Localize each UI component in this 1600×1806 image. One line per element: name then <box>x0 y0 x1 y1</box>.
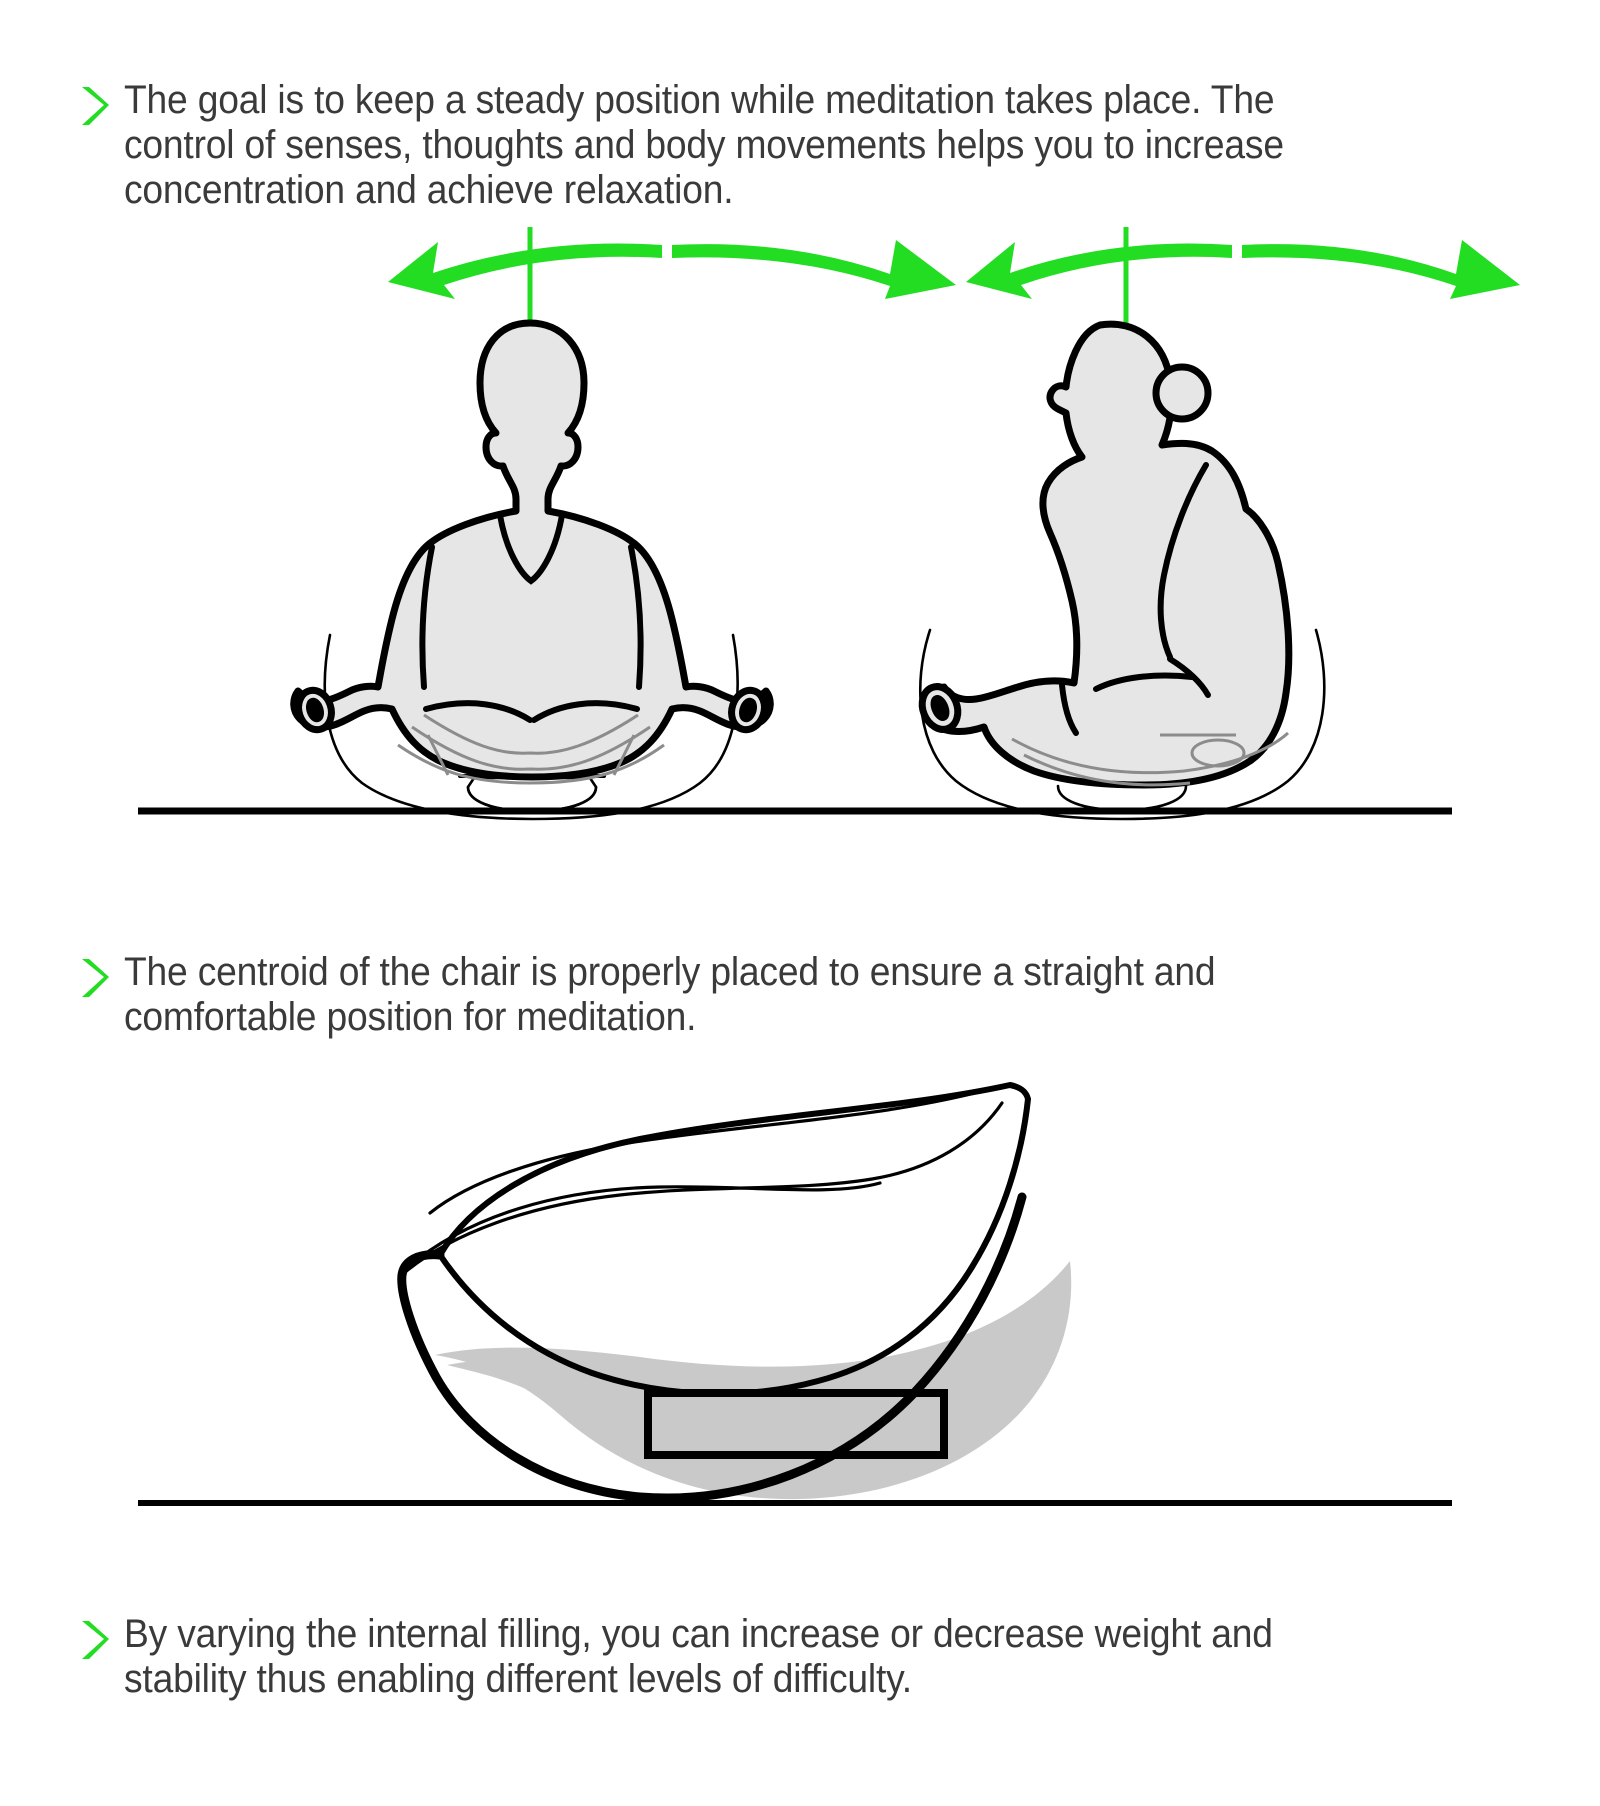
side-meditator-body <box>922 320 1293 789</box>
side-meditator-hair-bun <box>1152 363 1212 423</box>
chevron-right-icon <box>78 956 118 1000</box>
side-meditator-hands <box>918 683 962 733</box>
chevron-right-icon <box>78 84 118 128</box>
double-headed-arc-arrow-left <box>388 240 956 299</box>
bullet-text: The goal is to keep a steady position wh… <box>124 78 1284 212</box>
bullet-item-goal: The goal is to keep a steady position wh… <box>78 78 1378 212</box>
front-meditator-body <box>290 319 774 781</box>
side-meditator-detail <box>1059 462 1211 736</box>
bullet-item-centroid: The centroid of the chair is properly pl… <box>78 950 1418 1040</box>
bullet-item-filling: By varying the internal filling, you can… <box>78 1612 1418 1702</box>
front-meditator-detail <box>419 512 644 723</box>
side-view-meditator-group <box>918 227 1520 821</box>
chair-cross-section-diagram <box>0 1082 1600 1595</box>
bullet-text: By varying the internal filling, you can… <box>124 1612 1273 1701</box>
front-meditator-fabric-folds <box>397 713 665 785</box>
seat-shell-outline <box>397 1082 1031 1503</box>
bullet-text: The centroid of the chair is properly pl… <box>124 950 1216 1039</box>
ballast-weight-block <box>644 1389 948 1459</box>
chevron-right-icon <box>78 1618 118 1662</box>
meditation-postures-diagram <box>0 215 1600 825</box>
front-meditator-hands <box>295 686 768 734</box>
double-headed-arc-arrow-right <box>966 240 1520 299</box>
side-meditator-fabric-folds <box>1011 731 1290 787</box>
front-view-meditator-group <box>290 227 956 821</box>
